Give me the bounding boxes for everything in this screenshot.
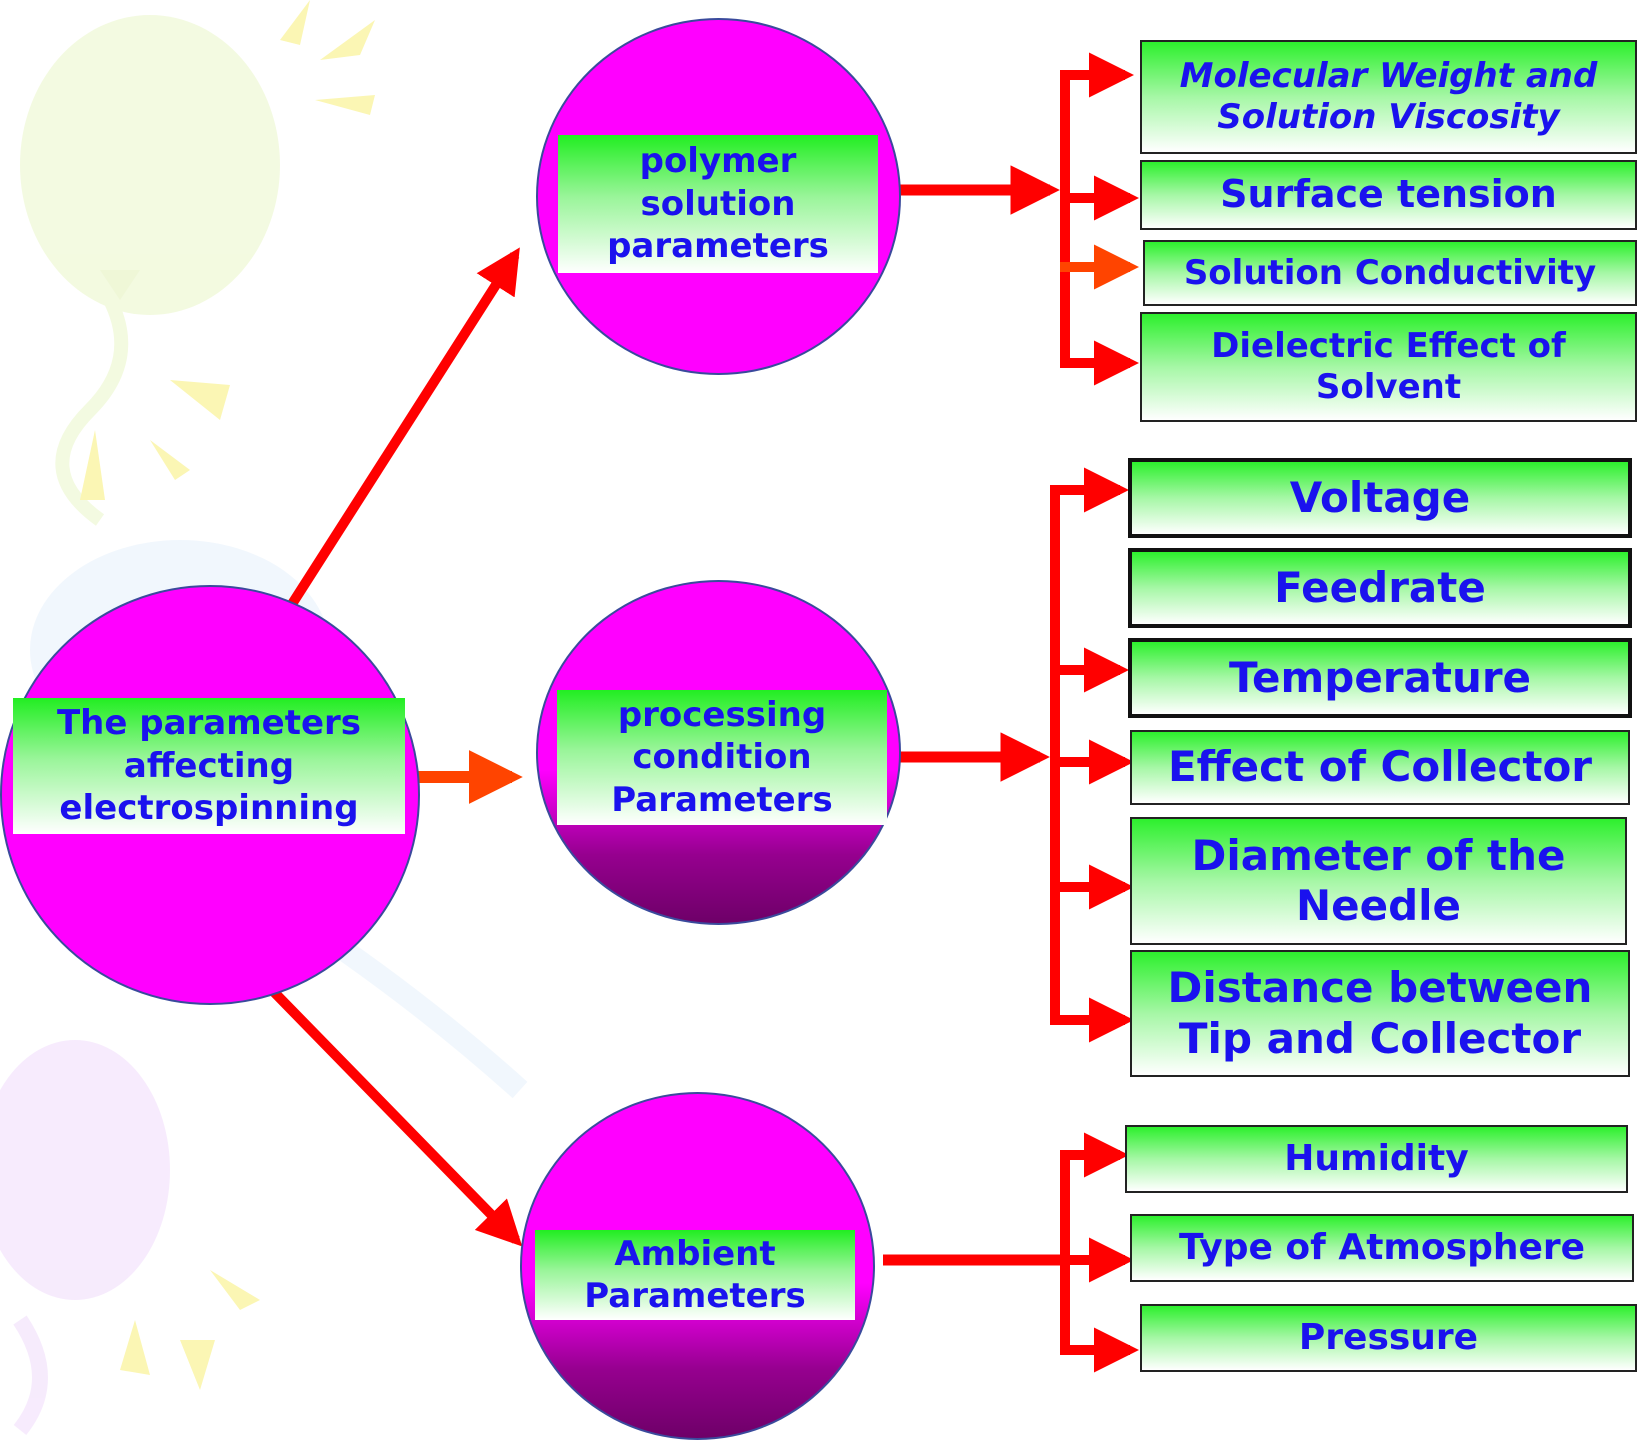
polymer-item-2: Surface tension: [1140, 160, 1637, 230]
processing-item-3: Temperature: [1128, 638, 1632, 718]
ambient-item-2: Type of Atmosphere: [1130, 1214, 1634, 1282]
ambient-item-1: Humidity: [1125, 1125, 1628, 1193]
polymer-node-label: polymer solution parameters: [558, 135, 878, 273]
root-node-label: The parameters affecting electrospinning: [13, 698, 405, 834]
processing-item-6: Distance between Tip and Collector: [1130, 950, 1630, 1077]
processing-item-1: Voltage: [1128, 458, 1632, 538]
arrow-root-to-ambient: [268, 986, 523, 1247]
processing-item-4: Effect of Collector: [1130, 730, 1630, 805]
processing-node-label: processing condition Parameters: [557, 690, 887, 825]
sun-ray-decoration: [80, 0, 375, 1390]
balloon-purple-decoration: [0, 1040, 170, 1435]
processing-item-5: Diameter of the Needle: [1130, 817, 1627, 945]
polymer-item-3: Solution Conductivity: [1143, 240, 1637, 306]
polymer-item-4: Dielectric Effect of Solvent: [1140, 312, 1637, 422]
ambient-node-label: Ambient Parameters: [535, 1230, 855, 1320]
balloon-green-decoration: [20, 15, 280, 526]
processing-item-2: Feedrate: [1128, 548, 1632, 628]
ambient-item-3: Pressure: [1140, 1304, 1637, 1372]
polymer-item-1: Molecular Weight and Solution Viscosity: [1140, 40, 1637, 154]
arrow-root-to-polymer: [280, 247, 520, 618]
